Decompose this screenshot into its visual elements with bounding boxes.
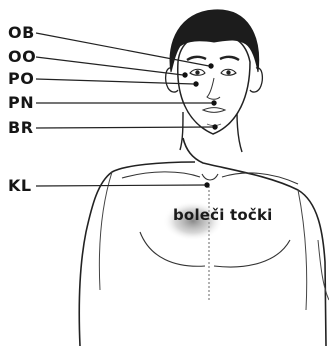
point-ob (208, 63, 213, 68)
collarbone-left (122, 172, 200, 178)
collarbone-right (222, 173, 298, 184)
mouth (203, 108, 225, 113)
point-oo (182, 72, 187, 77)
torso-outline (183, 138, 326, 346)
point-br (212, 124, 217, 129)
label-ob: OB (8, 25, 35, 41)
pain-points-annotation: boleči točki (173, 207, 273, 223)
pupil-left (195, 70, 199, 74)
point-pn (211, 100, 216, 105)
torso-outline-left (79, 162, 195, 346)
sternal-notch (202, 174, 218, 180)
label-pn: PN (8, 95, 34, 111)
point-kl (204, 182, 209, 187)
ear-left (166, 68, 178, 92)
pectoral-right (214, 240, 290, 267)
arm-crease-right (298, 190, 307, 310)
label-po: PO (8, 71, 34, 87)
leader-line-kl (36, 185, 205, 186)
leader-line-oo (36, 57, 183, 75)
leader-line-br (36, 127, 213, 128)
ear-right (250, 68, 262, 92)
pupil-right (226, 70, 230, 74)
label-br: BR (8, 120, 34, 136)
label-oo: OO (8, 49, 36, 65)
point-po (193, 81, 198, 86)
arm-crease-left (99, 172, 112, 290)
label-kl: KL (8, 178, 32, 194)
